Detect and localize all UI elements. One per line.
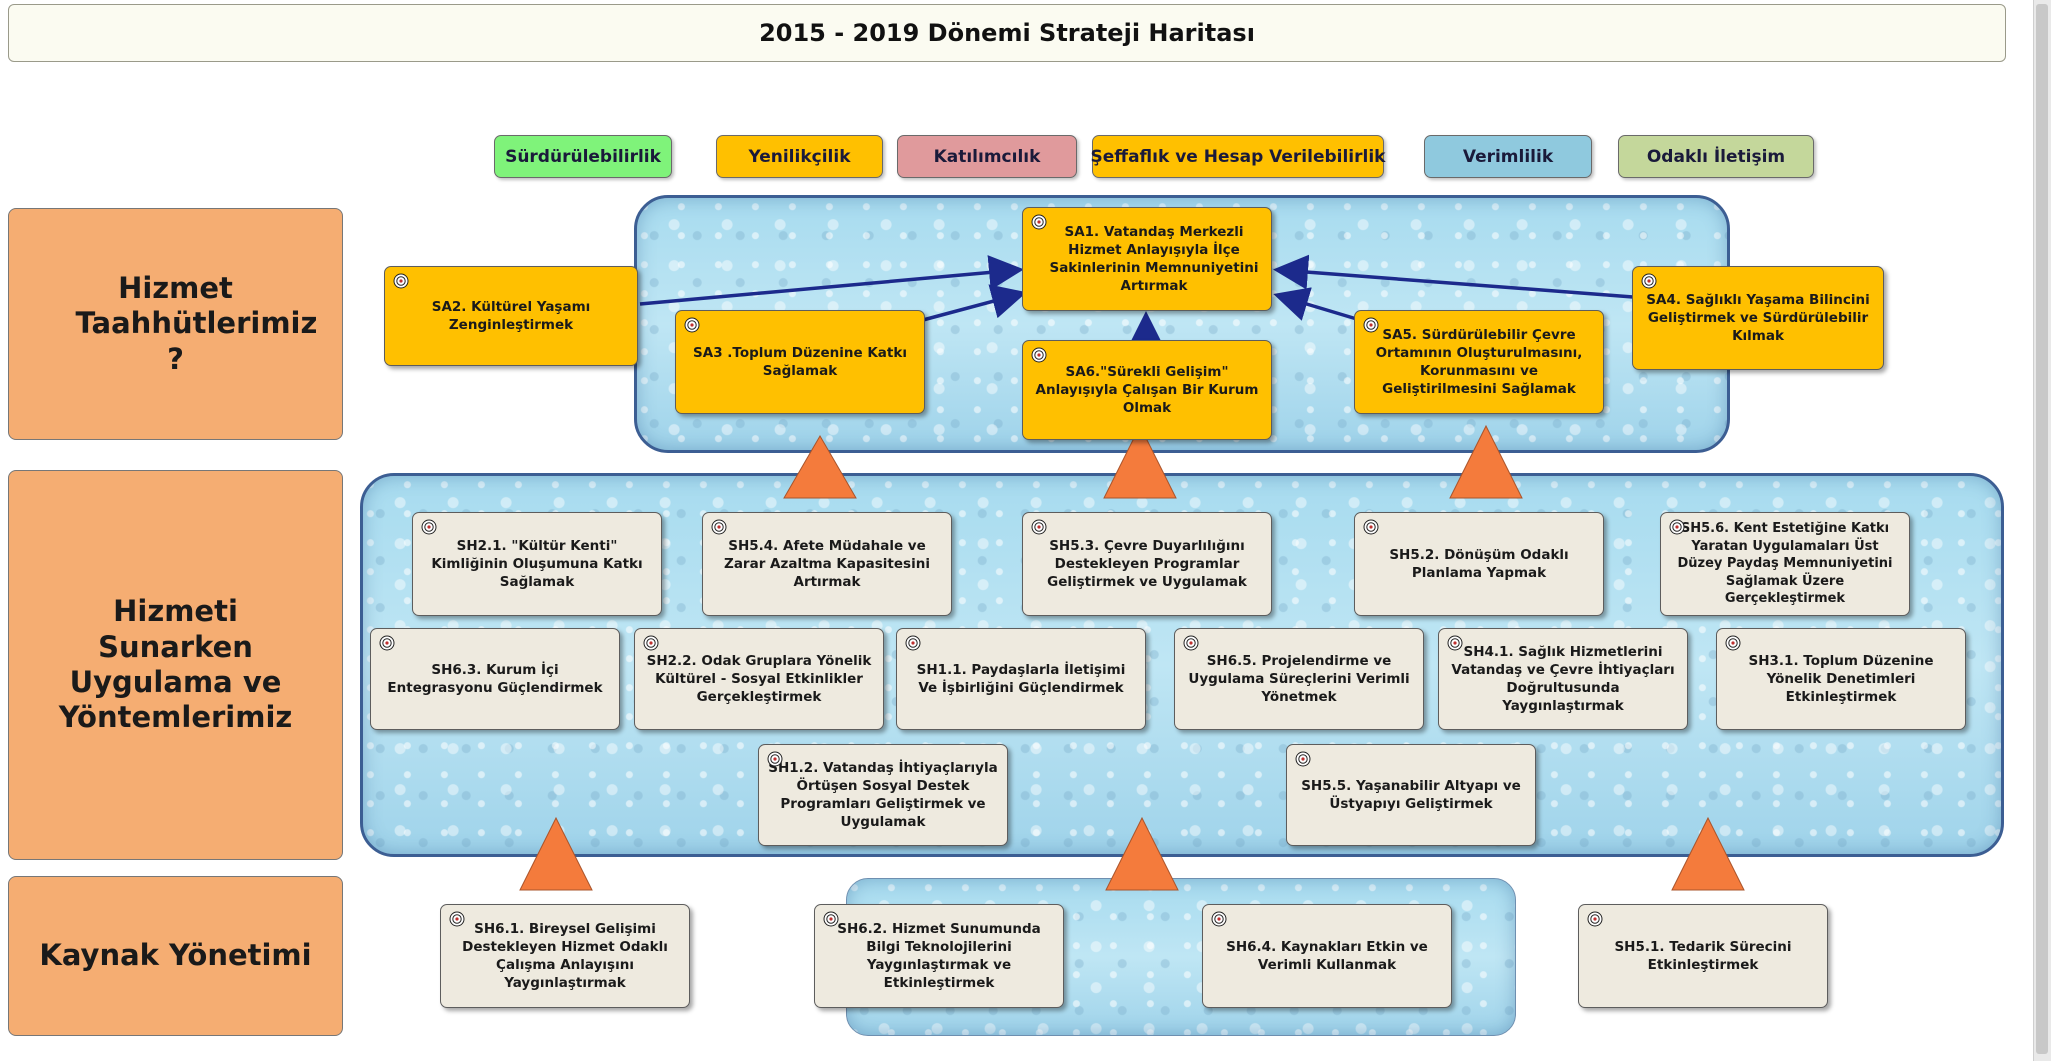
goal-label: SA5. Sürdürülebilir Çevre Ortamının Oluş… bbox=[1375, 326, 1583, 398]
resource-sh6-1[interactable]: SH6.1. Bireysel Gelişimi Destekleyen Hiz… bbox=[440, 904, 690, 1008]
method-label: SH3.1. Toplum Düzenine Yönelik Denetimle… bbox=[1748, 652, 1934, 706]
goal-label: SA6."Sürekli Gelişim" Anlayışıyla Çalışa… bbox=[1035, 363, 1259, 417]
target-icon bbox=[823, 911, 839, 927]
method-label: SH1.2. Vatandaş İhtiyaçlarıyla Örtüşen S… bbox=[768, 759, 998, 831]
goal-sa3[interactable]: SA3 .Toplum Düzenine Katkı Sağlamak bbox=[675, 310, 925, 414]
goal-label: SA3 .Toplum Düzenine Katkı Sağlamak bbox=[693, 344, 907, 379]
target-icon bbox=[767, 751, 783, 767]
method-label: SH6.3. Kurum İçi Entegrasyonu Güçlendirm… bbox=[387, 661, 603, 696]
target-icon bbox=[1641, 273, 1657, 289]
resource-label: SH6.4. Kaynakları Etkin ve Verimli Kulla… bbox=[1226, 938, 1428, 973]
goal-sa1[interactable]: SA1. Vatandaş Merkezli Hizmet Anlayışıyl… bbox=[1022, 207, 1272, 311]
goal-sa2[interactable]: SA2. Kültürel Yaşamı Zenginleştirmek bbox=[384, 266, 638, 366]
method-label: SH1.1. Paydaşlarla İletişimi Ve İşbirliğ… bbox=[916, 661, 1126, 696]
target-icon bbox=[1295, 751, 1311, 767]
resource-sh5-1[interactable]: SH5.1. Tedarik Sürecini Etkinleştirmek bbox=[1578, 904, 1828, 1008]
value-tag-seffaflik: Şeffaflık ve Hesap Verilebilirlik bbox=[1091, 135, 1385, 178]
scrollbar-thumb[interactable] bbox=[2036, 4, 2048, 1054]
method-sh1-1[interactable]: SH1.1. Paydaşlarla İletişimi Ve İşbirliğ… bbox=[896, 628, 1146, 730]
goal-sa6[interactable]: SA6."Sürekli Gelişim" Anlayışıyla Çalışa… bbox=[1022, 340, 1272, 440]
value-tag-odakli-iletisim: Odaklı İletişim bbox=[1618, 135, 1814, 178]
target-icon bbox=[1363, 317, 1379, 333]
method-label: SH6.5. Projelendirme ve Uygulama Süreçle… bbox=[1188, 652, 1410, 706]
method-label: SH5.4. Afete Müdahale ve Zarar Azaltma K… bbox=[724, 537, 930, 591]
target-icon bbox=[1031, 347, 1047, 363]
resource-sh6-4[interactable]: SH6.4. Kaynakları Etkin ve Verimli Kulla… bbox=[1202, 904, 1452, 1008]
method-sh6-3[interactable]: SH6.3. Kurum İçi Entegrasyonu Güçlendirm… bbox=[370, 628, 620, 730]
goal-label: SA1. Vatandaş Merkezli Hizmet Anlayışıyl… bbox=[1049, 223, 1259, 295]
method-sh5-4[interactable]: SH5.4. Afete Müdahale ve Zarar Azaltma K… bbox=[702, 512, 952, 616]
method-sh4-1[interactable]: SH4.1. Sağlık Hizmetlerini Vatandaş ve Ç… bbox=[1438, 628, 1688, 730]
target-icon bbox=[1183, 635, 1199, 651]
method-label: SH5.5. Yaşanabilir Altyapı ve Üstyapıyı … bbox=[1301, 777, 1521, 812]
resource-label: SH6.2. Hizmet Sunumunda Bilgi Teknolojil… bbox=[837, 920, 1041, 992]
target-icon bbox=[711, 519, 727, 535]
target-icon bbox=[905, 635, 921, 651]
resource-label: SH6.1. Bireysel Gelişimi Destekleyen Hiz… bbox=[462, 920, 668, 992]
perspective-uygulama-yontemleri: Hizmeti Sunarken Uygulama ve Yöntemlerim… bbox=[8, 470, 343, 860]
resource-label: SH5.1. Tedarik Sürecini Etkinleştirmek bbox=[1614, 938, 1792, 973]
method-sh5-2[interactable]: SH5.2. Dönüşüm Odaklı Planlama Yapmak bbox=[1354, 512, 1604, 616]
page-title: 2015 - 2019 Dönemi Strateji Haritası bbox=[8, 4, 2006, 62]
method-sh5-3[interactable]: SH5.3. Çevre Duyarlılığını Destekleyen P… bbox=[1022, 512, 1272, 616]
target-icon bbox=[1363, 519, 1379, 535]
perspective-label: Hizmeti Sunarken Uygulama ve Yöntemlerim… bbox=[58, 594, 293, 735]
resource-sh6-2[interactable]: SH6.2. Hizmet Sunumunda Bilgi Teknolojil… bbox=[814, 904, 1064, 1008]
target-icon bbox=[1725, 635, 1741, 651]
target-icon bbox=[643, 635, 659, 651]
goal-sa4[interactable]: SA4. Sağlıklı Yaşama Bilincini Geliştirm… bbox=[1632, 266, 1884, 370]
target-icon bbox=[379, 635, 395, 651]
value-tag-katilimcilik: Katılımcılık bbox=[897, 135, 1077, 178]
method-label: SH5.2. Dönüşüm Odaklı Planlama Yapmak bbox=[1389, 546, 1569, 581]
perspective-label: Kaynak Yönetimi bbox=[39, 938, 312, 973]
perspective-hizmet-taahhutleri: Hizmet Taahhütlerimiz ? bbox=[8, 208, 343, 440]
goal-label: SA4. Sağlıklı Yaşama Bilincini Geliştirm… bbox=[1646, 291, 1870, 345]
goal-sa5[interactable]: SA5. Sürdürülebilir Çevre Ortamının Oluş… bbox=[1354, 310, 1604, 414]
method-sh3-1[interactable]: SH3.1. Toplum Düzenine Yönelik Denetimle… bbox=[1716, 628, 1966, 730]
method-sh5-5[interactable]: SH5.5. Yaşanabilir Altyapı ve Üstyapıyı … bbox=[1286, 744, 1536, 846]
value-tag-yenilikcilik: Yenilikçilik bbox=[716, 135, 883, 178]
method-sh5-6[interactable]: SH5.6. Kent Estetiğine Katkı Yaratan Uyg… bbox=[1660, 512, 1910, 616]
method-sh2-1[interactable]: SH2.1. "Kültür Kenti" Kimliğinin Oluşumu… bbox=[412, 512, 662, 616]
method-sh1-2[interactable]: SH1.2. Vatandaş İhtiyaçlarıyla Örtüşen S… bbox=[758, 744, 1008, 846]
method-label: SH5.3. Çevre Duyarlılığını Destekleyen P… bbox=[1047, 537, 1247, 591]
value-tag-surdurulebilirlik: Sürdürülebilirlik bbox=[494, 135, 672, 178]
method-sh6-5[interactable]: SH6.5. Projelendirme ve Uygulama Süreçle… bbox=[1174, 628, 1424, 730]
target-icon bbox=[1031, 214, 1047, 230]
value-tag-verimlilik: Verimlilik bbox=[1424, 135, 1592, 178]
method-label: SH5.6. Kent Estetiğine Katkı Yaratan Uyg… bbox=[1677, 521, 1893, 607]
method-label: SH2.2. Odak Gruplara Yönelik Kültürel - … bbox=[646, 652, 872, 706]
target-icon bbox=[1587, 911, 1603, 927]
method-label: SH2.1. "Kültür Kenti" Kimliğinin Oluşumu… bbox=[431, 537, 643, 591]
perspective-kaynak-yonetimi: Kaynak Yönetimi bbox=[8, 876, 343, 1036]
target-icon bbox=[421, 519, 437, 535]
target-icon bbox=[1211, 911, 1227, 927]
target-icon bbox=[684, 317, 700, 333]
target-icon bbox=[1669, 519, 1685, 535]
target-icon bbox=[393, 273, 409, 289]
target-icon bbox=[1447, 635, 1463, 651]
method-label: SH4.1. Sağlık Hizmetlerini Vatandaş ve Ç… bbox=[1451, 643, 1675, 715]
target-icon bbox=[449, 911, 465, 927]
goal-label: SA2. Kültürel Yaşamı Zenginleştirmek bbox=[431, 298, 591, 333]
target-icon bbox=[1031, 519, 1047, 535]
perspective-label: Hizmet Taahhütlerimiz ? bbox=[75, 270, 318, 376]
method-sh2-2[interactable]: SH2.2. Odak Gruplara Yönelik Kültürel - … bbox=[634, 628, 884, 730]
